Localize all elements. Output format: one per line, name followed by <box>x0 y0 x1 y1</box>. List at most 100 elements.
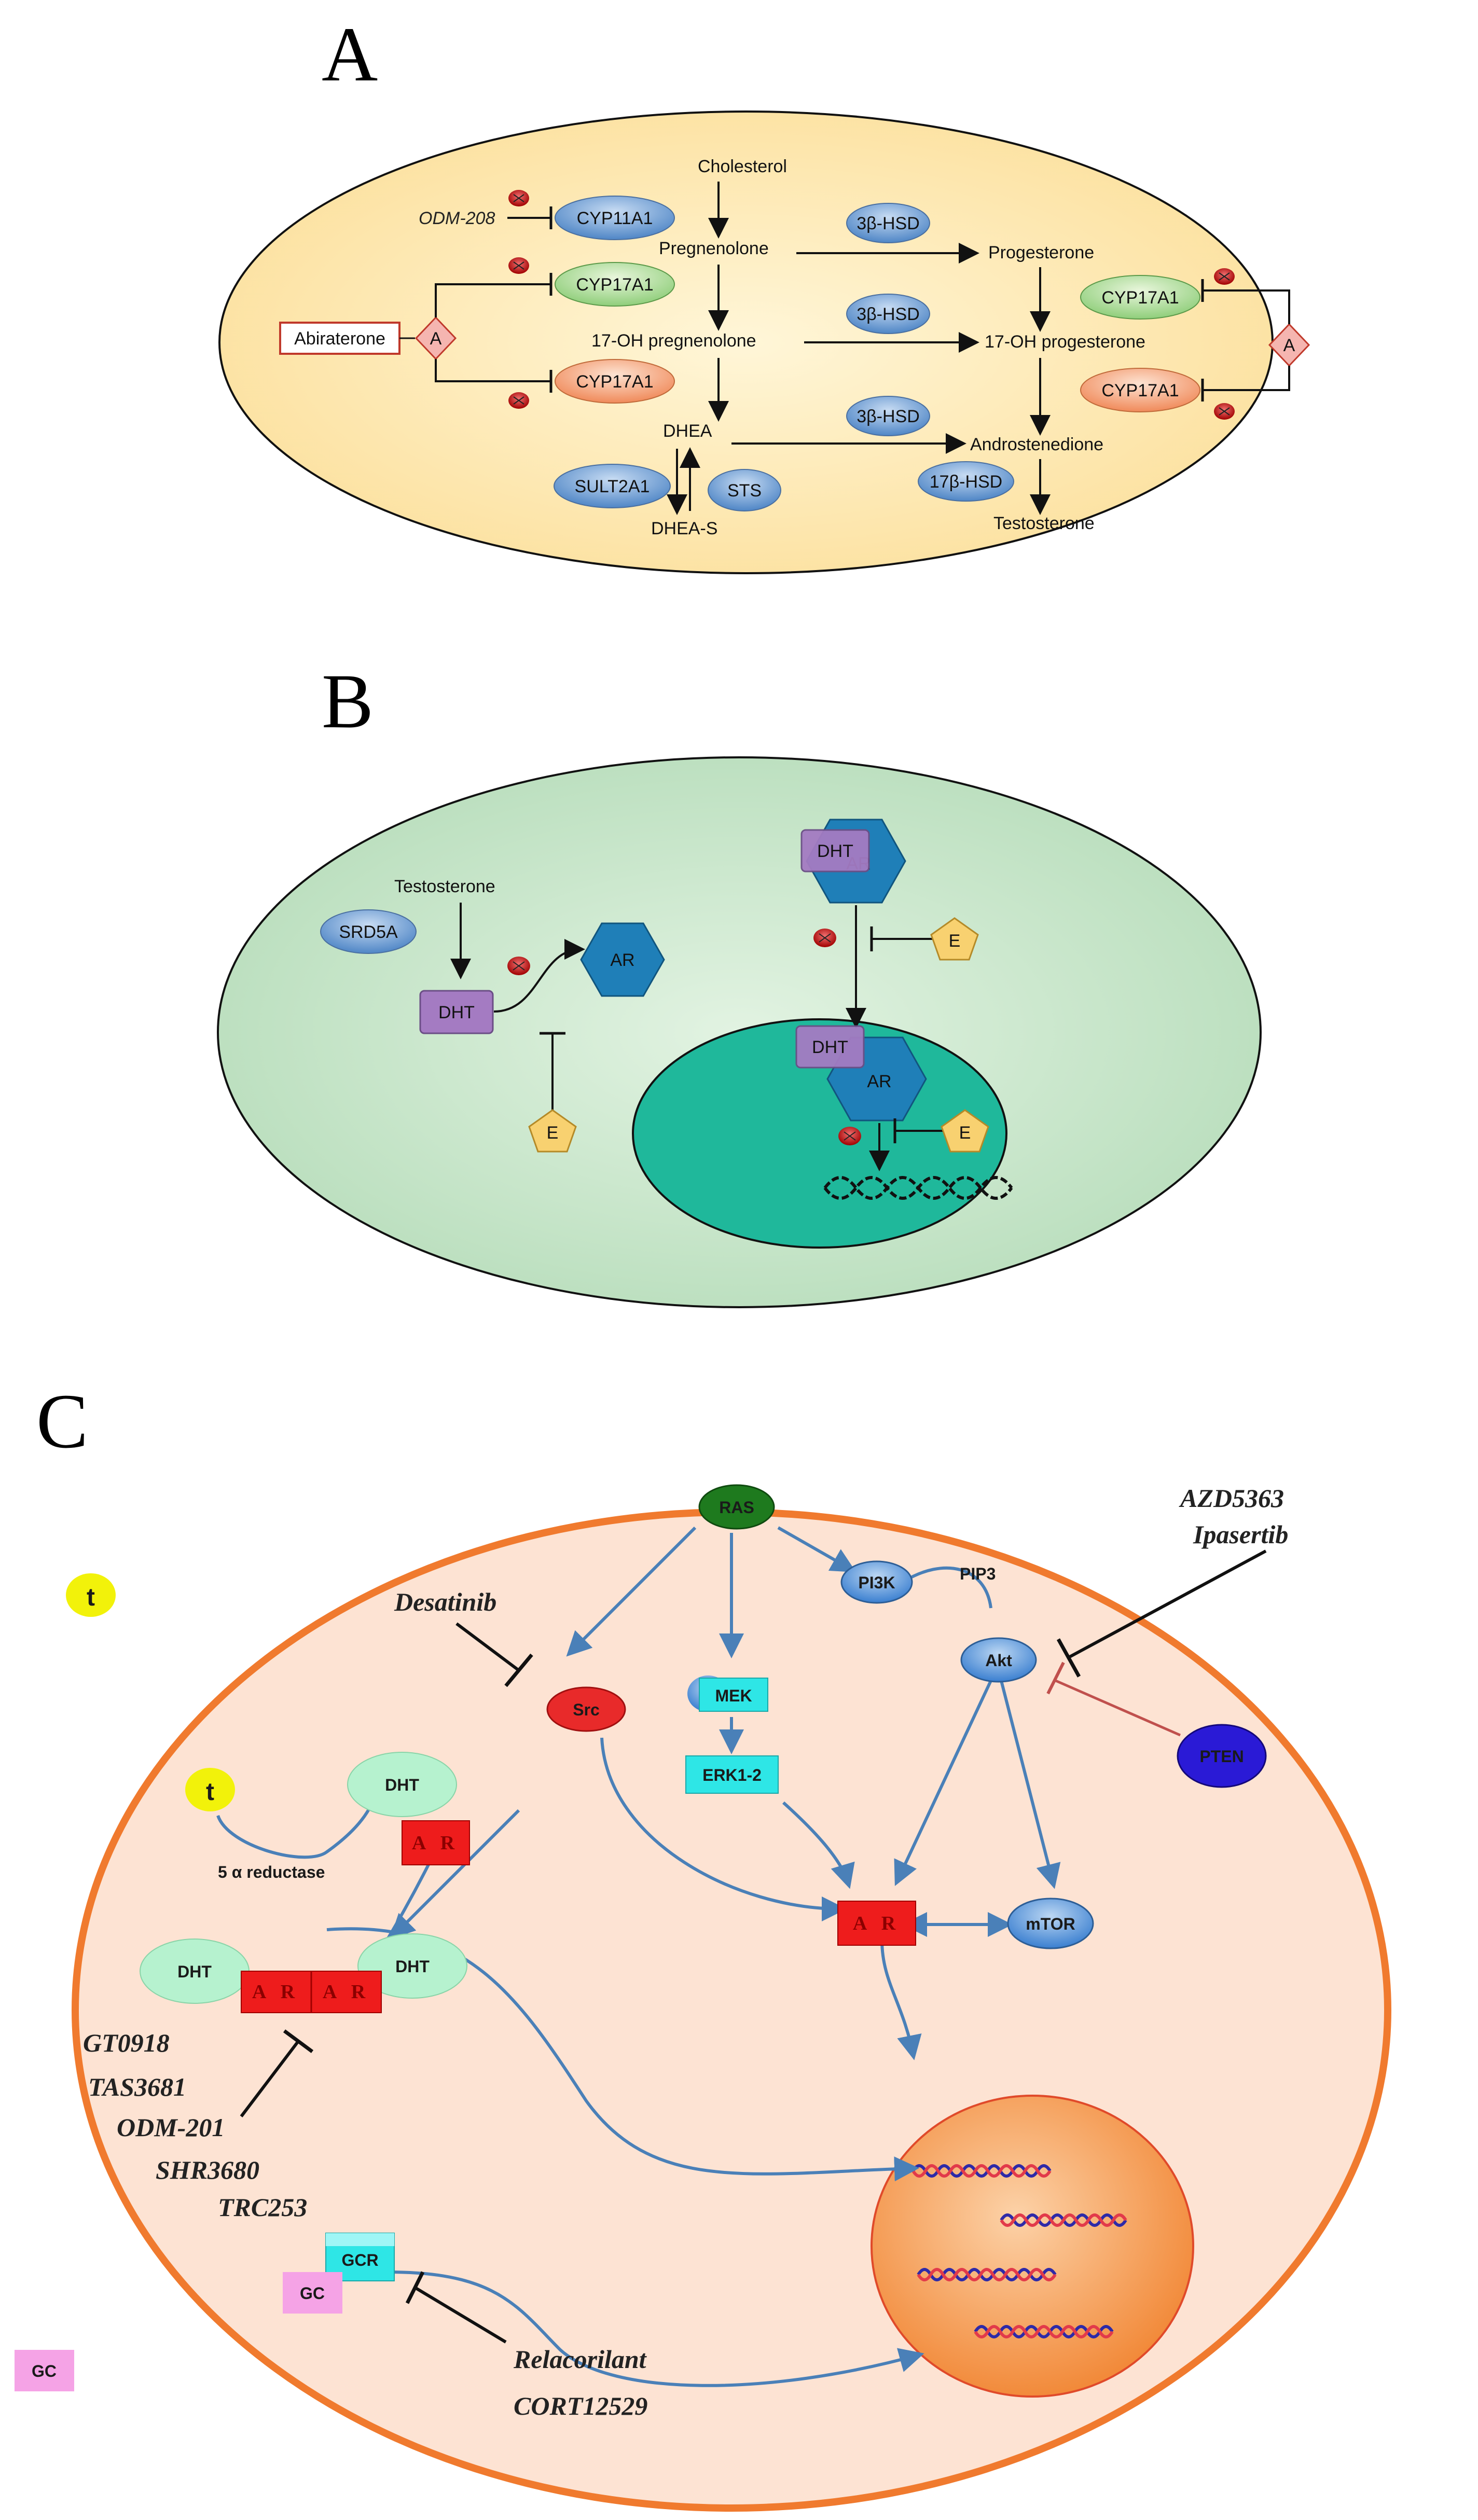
panel-a-letter: A <box>322 11 378 98</box>
panel-c: C <box>15 1378 1391 2512</box>
svg-text:ERK1-2: ERK1-2 <box>702 1766 762 1784</box>
pregnenolone-label: Pregnenolone <box>659 239 769 258</box>
pten-inhibit-bar <box>1046 1661 1065 1695</box>
ar-upper-c: A R <box>402 1820 470 1865</box>
svg-text:3β-HSD: 3β-HSD <box>857 407 920 426</box>
svg-text:E: E <box>547 1123 559 1143</box>
dht-left-b: DHT <box>419 990 494 1034</box>
svg-text:A R: A R <box>252 1981 300 2003</box>
node-pi3k: PI3K <box>840 1560 913 1604</box>
enzyme-sult2a1: SULT2A1 <box>554 464 671 508</box>
node-gc-outside: GC <box>15 2350 74 2391</box>
drug-gt0918: GT0918 <box>83 2028 170 2057</box>
svg-text:E: E <box>949 931 961 951</box>
cholesterol-label: Cholesterol <box>698 157 787 176</box>
svg-text:RAS: RAS <box>719 1498 754 1517</box>
node-src: Src <box>546 1686 626 1732</box>
desatinib-inhibit-bar <box>504 1653 533 1687</box>
azd-inhibit-line <box>1068 1549 1267 1659</box>
reductase-label: 5 α reductase <box>218 1863 325 1881</box>
enzyme-cyp17a1-right-top: CYP17A1 <box>1080 275 1200 320</box>
svg-text:GCR: GCR <box>341 2251 378 2269</box>
drug-odm201: ODM-201 <box>117 2113 225 2142</box>
svg-text:3β-HSD: 3β-HSD <box>857 304 920 324</box>
svg-text:t: t <box>87 1584 95 1611</box>
enzyme-3bhsd-1: 3β-HSD <box>846 203 930 243</box>
enzyme-cyp11a1: CYP11A1 <box>555 196 675 240</box>
svg-text:A R: A R <box>853 1913 901 1934</box>
abiraterone-diamond-right: A <box>1268 323 1310 367</box>
drug-trc253: TRC253 <box>218 2193 307 2222</box>
svg-text:PTEN: PTEN <box>1199 1747 1244 1766</box>
dht-right-c: DHT <box>357 1933 467 1999</box>
svg-text:Akt: Akt <box>985 1651 1012 1670</box>
svg-text:CYP17A1: CYP17A1 <box>576 275 653 295</box>
abi-left-bottom-line <box>435 359 551 382</box>
svg-text:AR: AR <box>867 1072 891 1091</box>
panel-c-letter: C <box>36 1378 88 1464</box>
node-mtor: mTOR <box>1007 1898 1094 1949</box>
panel-b: B Testosterone SRD5A DHT AR E <box>217 658 1262 1308</box>
node-gcr: GCR <box>325 2233 395 2281</box>
svg-text:GC: GC <box>32 2362 57 2380</box>
dht-upper-c: DHT <box>347 1752 457 1817</box>
inhibit-symbol-a4 <box>1214 268 1235 285</box>
enzyme-cyp17a1-left-top: CYP17A1 <box>555 262 675 307</box>
svg-text:DHT: DHT <box>812 1037 848 1057</box>
svg-text:A R: A R <box>323 1981 370 2003</box>
ar-antagonist-inhibit-line <box>240 2040 300 2117</box>
t-inside: t <box>185 1768 235 1811</box>
enzyme-cyp17a1-right-bottom: CYP17A1 <box>1080 368 1200 412</box>
enzyme-3bhsd-2: 3β-HSD <box>846 294 930 334</box>
inhibit-symbol-b2 <box>813 929 836 947</box>
svg-text:A R: A R <box>412 1832 460 1854</box>
node-akt: Akt <box>960 1637 1037 1683</box>
svg-text:CYP17A1: CYP17A1 <box>1101 381 1179 400</box>
svg-text:CYP17A1: CYP17A1 <box>1101 288 1179 308</box>
abi-right-top-line <box>1203 289 1290 324</box>
node-mek: MEK <box>687 1676 768 1712</box>
node-ar-center: A R <box>837 1901 916 1946</box>
svg-text:17β-HSD: 17β-HSD <box>930 472 1002 492</box>
node-ras: RAS <box>698 1484 775 1530</box>
svg-text:DHT: DHT <box>817 841 853 861</box>
dht-ar-complex-top: AR DHT <box>800 819 906 904</box>
inhibit-symbol-a3 <box>508 392 529 409</box>
pten-inhibit-line <box>1055 1679 1181 1737</box>
enzyme-srd5a: SRD5A <box>320 909 417 954</box>
17oh-pregnenolone-label: 17-OH pregnenolone <box>591 331 756 351</box>
dht-left-c: DHT <box>140 1939 250 2004</box>
abi-right-bottom-line <box>1203 366 1290 391</box>
gcr-inhibit-bar <box>405 2271 425 2304</box>
azd-inhibit-bar <box>1056 1638 1081 1678</box>
enzyme-cyp17a1-left-bottom: CYP17A1 <box>555 359 675 404</box>
svg-text:DHT: DHT <box>177 1962 212 1981</box>
svg-text:MEK: MEK <box>715 1686 752 1705</box>
svg-text:A: A <box>430 329 442 349</box>
dhea-s-label: DHEA-S <box>651 519 717 538</box>
inhibit-symbol-a1 <box>508 190 529 206</box>
panel-c-nucleus <box>871 2095 1194 2398</box>
dhea-label: DHEA <box>663 421 712 441</box>
svg-text:mTOR: mTOR <box>1026 1915 1075 1933</box>
inhibit-symbol-b1 <box>507 957 530 975</box>
odm-208-label: ODM-208 <box>419 209 495 228</box>
ar-dimer-c: A R A R <box>241 1971 382 2013</box>
drug-ipasertib: Ipasertib <box>1193 1520 1288 1549</box>
drug-relacorilant: Relacorilant <box>513 2345 647 2374</box>
pip3-label: PIP3 <box>960 1564 996 1583</box>
node-gc-inside: GC <box>283 2272 342 2314</box>
svg-text:AR: AR <box>610 950 634 970</box>
panel-a: A Cholesterol Pregnenolone 17-OH pregnen… <box>218 11 1310 574</box>
enzyme-sts: STS <box>708 469 781 511</box>
inhibit-symbol-b3 <box>838 1127 861 1145</box>
17oh-progesterone-label: 17-OH progesterone <box>985 332 1145 352</box>
dht-ar-complex-nucleus: AR DHT <box>795 1025 927 1121</box>
svg-text:Src: Src <box>573 1700 600 1719</box>
drug-tas3681: TAS3681 <box>88 2072 186 2101</box>
dna-strands-c <box>911 2164 1127 2338</box>
e-pentagon-b2: E <box>930 917 979 961</box>
inhibit-symbol-a2 <box>508 257 529 274</box>
svg-text:SRD5A: SRD5A <box>339 922 398 942</box>
